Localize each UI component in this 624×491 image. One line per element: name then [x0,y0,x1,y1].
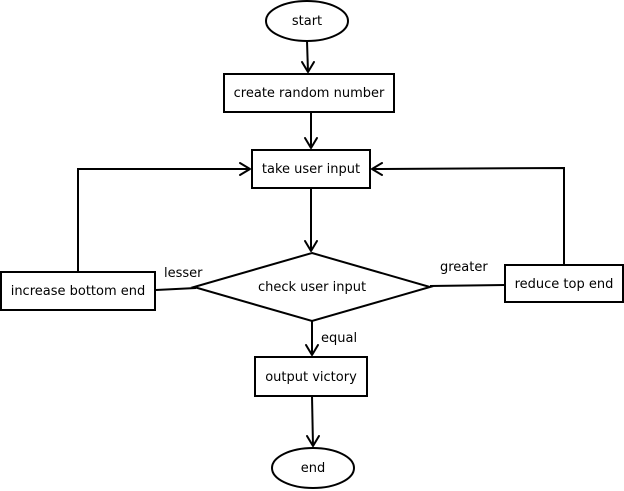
node-check-label: check user input [258,280,366,295]
process-box [504,264,624,303]
connectors [77,40,565,447]
terminal-ellipse [265,0,349,42]
edge-reduce-to-input [371,166,565,265]
decision-diamond [190,251,434,323]
terminal-ellipse [271,447,355,489]
edge-check-to-reduce [429,284,506,287]
node-end-label: end [301,461,326,476]
edge-label-greater: greater [440,260,488,275]
edge-check-to-increase [155,287,197,291]
node-start-label: start [292,14,322,29]
node-create-label: create random number [234,86,385,101]
arrowhead [371,162,383,176]
edge-increase-to-input [77,168,250,272]
node-check-user-input: check user input [190,251,434,323]
node-increase-label: increase bottom end [11,284,146,299]
process-box [251,149,371,189]
node-output-victory: output victory [254,356,368,397]
node-reduce-top-end: reduce top end [504,264,624,303]
node-start: start [265,0,349,42]
arrowhead [304,137,318,149]
process-box [254,356,368,397]
node-input-label: take user input [262,162,360,177]
process-box [0,271,156,311]
node-end: end [271,447,355,489]
arrowhead [306,435,320,447]
edge-label-equal: equal [321,331,357,346]
arrowhead [239,162,251,176]
process-box [223,73,395,113]
node-victory-label: output victory [265,370,357,385]
arrowhead [304,240,318,252]
edge-start-to-create [306,40,309,73]
node-create-random-number: create random number [223,73,395,113]
edge-label-lesser: lesser [164,266,203,281]
arrowhead [301,61,315,73]
node-increase-bottom-end: increase bottom end [0,271,156,311]
arrowhead [305,344,319,356]
node-reduce-label: reduce top end [515,277,614,292]
edge-victory-to-end [311,395,314,447]
node-take-user-input: take user input [251,149,371,189]
